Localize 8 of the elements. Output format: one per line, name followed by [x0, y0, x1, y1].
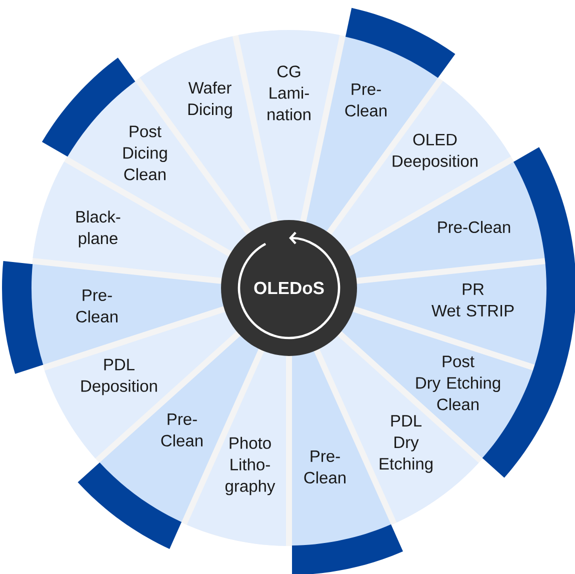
node-label: Black- plane — [76, 210, 120, 248]
arc-band — [2, 261, 44, 374]
node-label: Wafer Dicing — [188, 82, 232, 118]
arc-band — [78, 462, 182, 549]
node-label: Pre-Clean — [438, 220, 510, 234]
arc-band — [292, 524, 403, 574]
wheel-segment: CG Lami- nation — [238, 30, 340, 222]
arc-band — [345, 8, 456, 78]
